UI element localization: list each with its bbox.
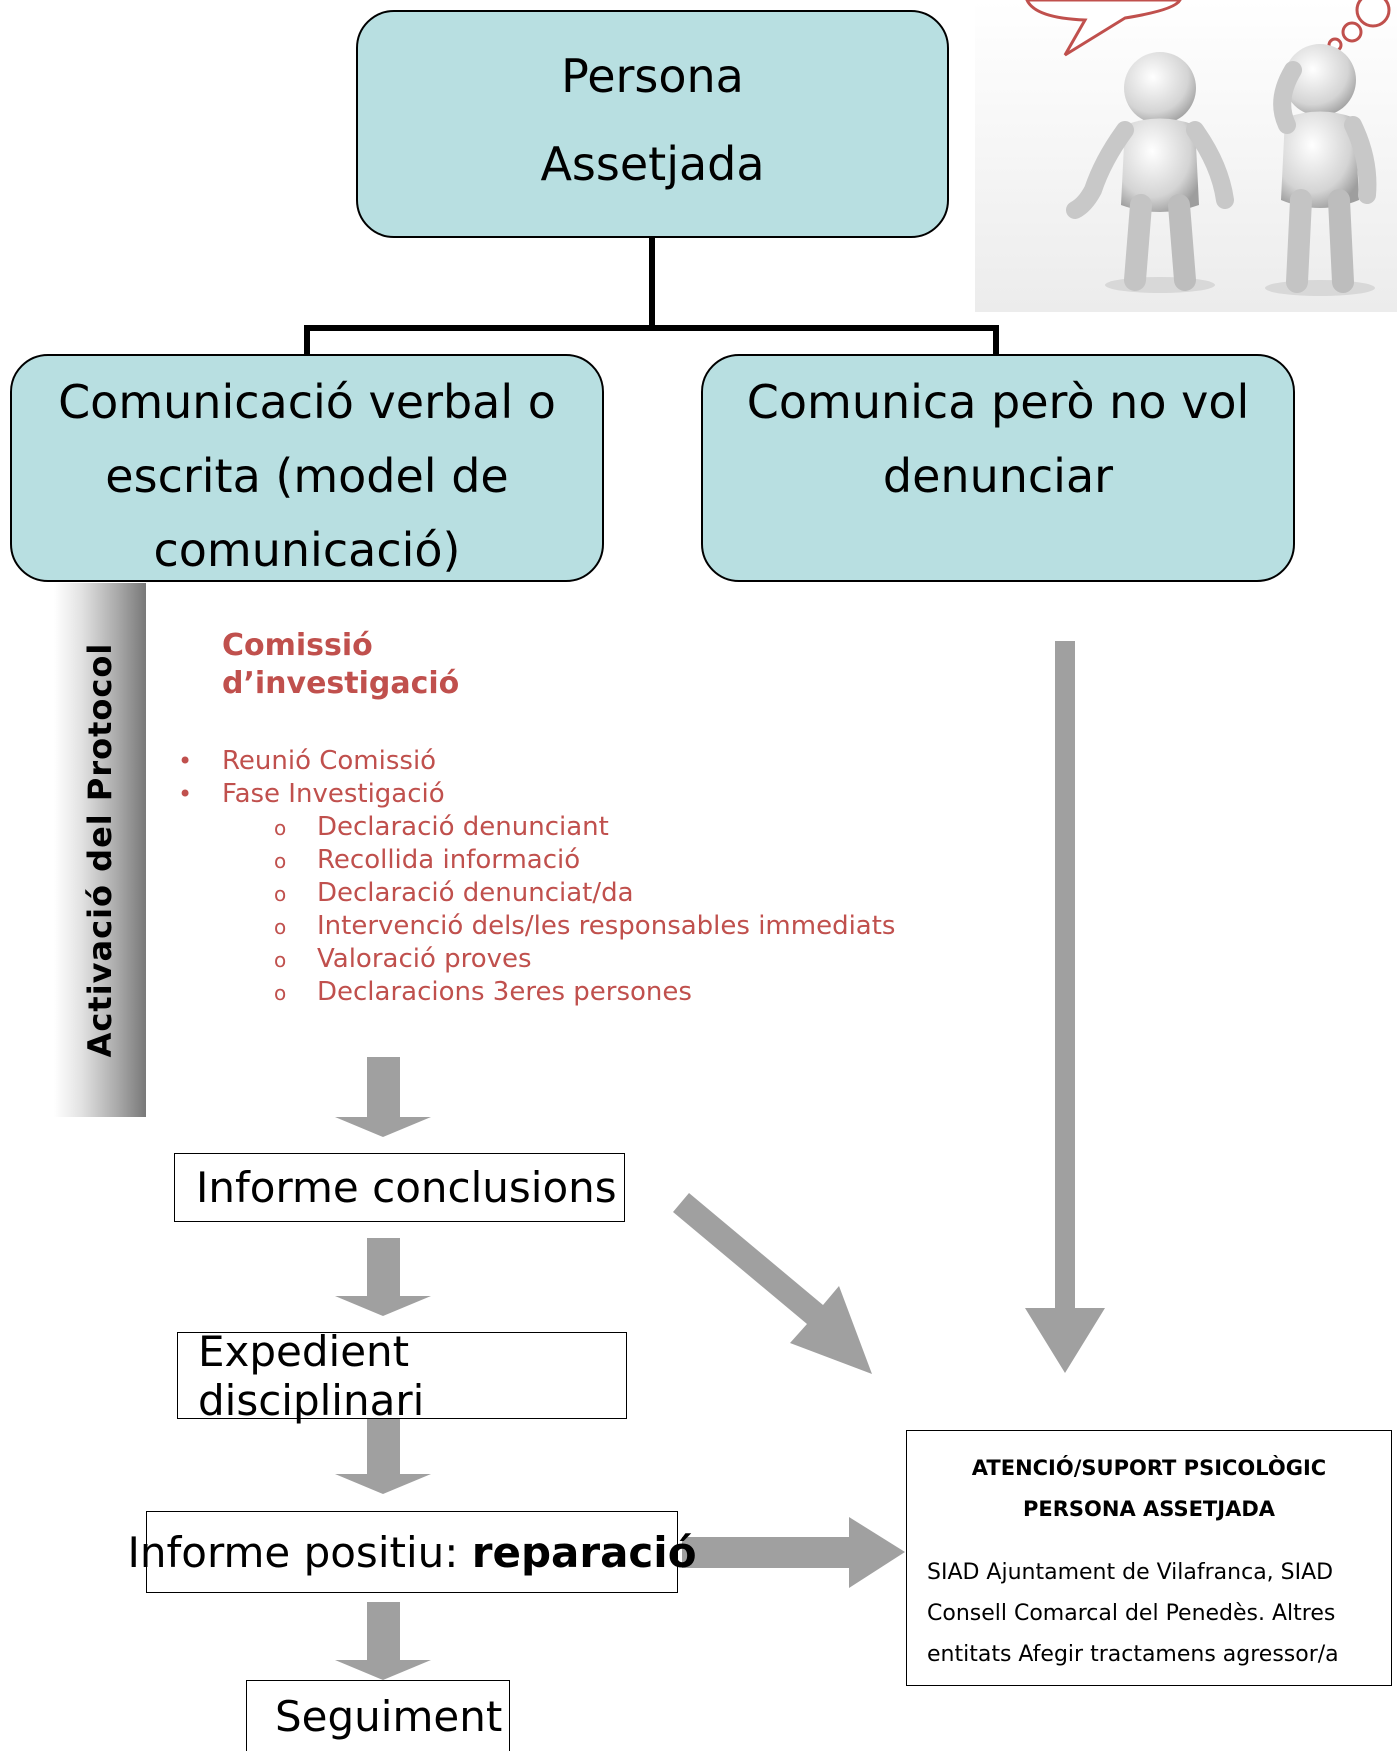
- informe-positiu-box: Informe positiu: reparació: [127, 1511, 697, 1593]
- arrow-diagonal: [673, 1193, 872, 1374]
- commission-title-line1: Comissió: [222, 628, 373, 663]
- expedient-disciplinari-box: Expedient disciplinari: [177, 1327, 627, 1425]
- atencio-suport-box: ATENCIÓ/SUPORT PSICOLÒGIC PERSONA ASSETJ…: [906, 1430, 1392, 1686]
- right-box-line1: Comunica però no vol: [746, 375, 1250, 429]
- support-body-line3: entitats Afegir tractamens agressor/a: [927, 1642, 1339, 1667]
- list-item: Fase Investigació: [178, 778, 978, 811]
- arrow-down-1: [335, 1057, 431, 1137]
- comunica-no-denunciar-box: Comunica però no vol denunciar: [701, 354, 1295, 582]
- two-people-thinking-illustration: [975, 0, 1397, 312]
- list-item: Reunió Comissió: [178, 745, 978, 778]
- support-title: ATENCIÓ/SUPORT PSICOLÒGIC PERSONA ASSETJ…: [907, 1448, 1391, 1530]
- arrow-down-3: [335, 1416, 431, 1494]
- left-box-line3: comunicació): [153, 523, 461, 577]
- support-body-line2: Consell Comarcal del Penedès. Altres: [927, 1601, 1336, 1626]
- sub-list-item: Valoració proves: [178, 943, 978, 977]
- sub-list-item: Declaració denunciat/da: [178, 877, 978, 911]
- commission-title-line2: d’investigació: [222, 666, 460, 701]
- left-box-line1: Comunicació verbal o: [58, 375, 556, 429]
- support-title-line1: ATENCIÓ/SUPORT PSICOLÒGIC: [971, 1456, 1327, 1480]
- reparacio-label: reparació: [471, 1527, 697, 1577]
- arrow-down-2: [335, 1238, 431, 1316]
- persona-assetjada-box: Persona Assetjada: [356, 10, 949, 238]
- sub-list-item: Declaració denunciant: [178, 811, 978, 845]
- informe-positiu-label: Informe positiu:: [127, 1527, 472, 1577]
- arrow-right-down-vertical: [1025, 641, 1105, 1373]
- expedient-label: Expedient disciplinari: [198, 1326, 425, 1425]
- support-body-line1: SIAD Ajuntament de Vilafranca, SIAD: [927, 1560, 1334, 1585]
- left-box-line2: escrita (model de: [105, 449, 509, 503]
- right-box-line2: denunciar: [882, 449, 1114, 503]
- comunicacio-verbal-box: Comunicació verbal o escrita (model de c…: [10, 354, 604, 582]
- sub-list-item: Declaracions 3eres persones: [178, 976, 978, 1010]
- sub-list-item: Intervenció dels/les responsables immedi…: [178, 910, 978, 944]
- support-body: SIAD Ajuntament de Vilafranca, SIAD Cons…: [907, 1552, 1391, 1675]
- activacio-protocol-sidebar: Activació del Protocol: [54, 583, 146, 1117]
- seguiment-label: Seguiment: [275, 1691, 503, 1741]
- persona-label: Persona: [561, 49, 744, 103]
- arrow-down-4: [335, 1602, 431, 1680]
- commission-block: Comissió d’investigació Reunió Comissió …: [178, 627, 978, 1010]
- seguiment-box: Seguiment: [246, 1680, 510, 1751]
- support-title-line2: PERSONA ASSETJADA: [1023, 1497, 1275, 1521]
- informe-conclusions-label: Informe conclusions: [196, 1163, 617, 1212]
- assetjada-label: Assetjada: [540, 137, 765, 191]
- commission-title: Comissió d’investigació: [178, 627, 978, 703]
- arrow-right-horizontal: [682, 1517, 905, 1588]
- sub-list-item: Recollida informació: [178, 844, 978, 878]
- informe-conclusions-box: Informe conclusions: [174, 1153, 625, 1222]
